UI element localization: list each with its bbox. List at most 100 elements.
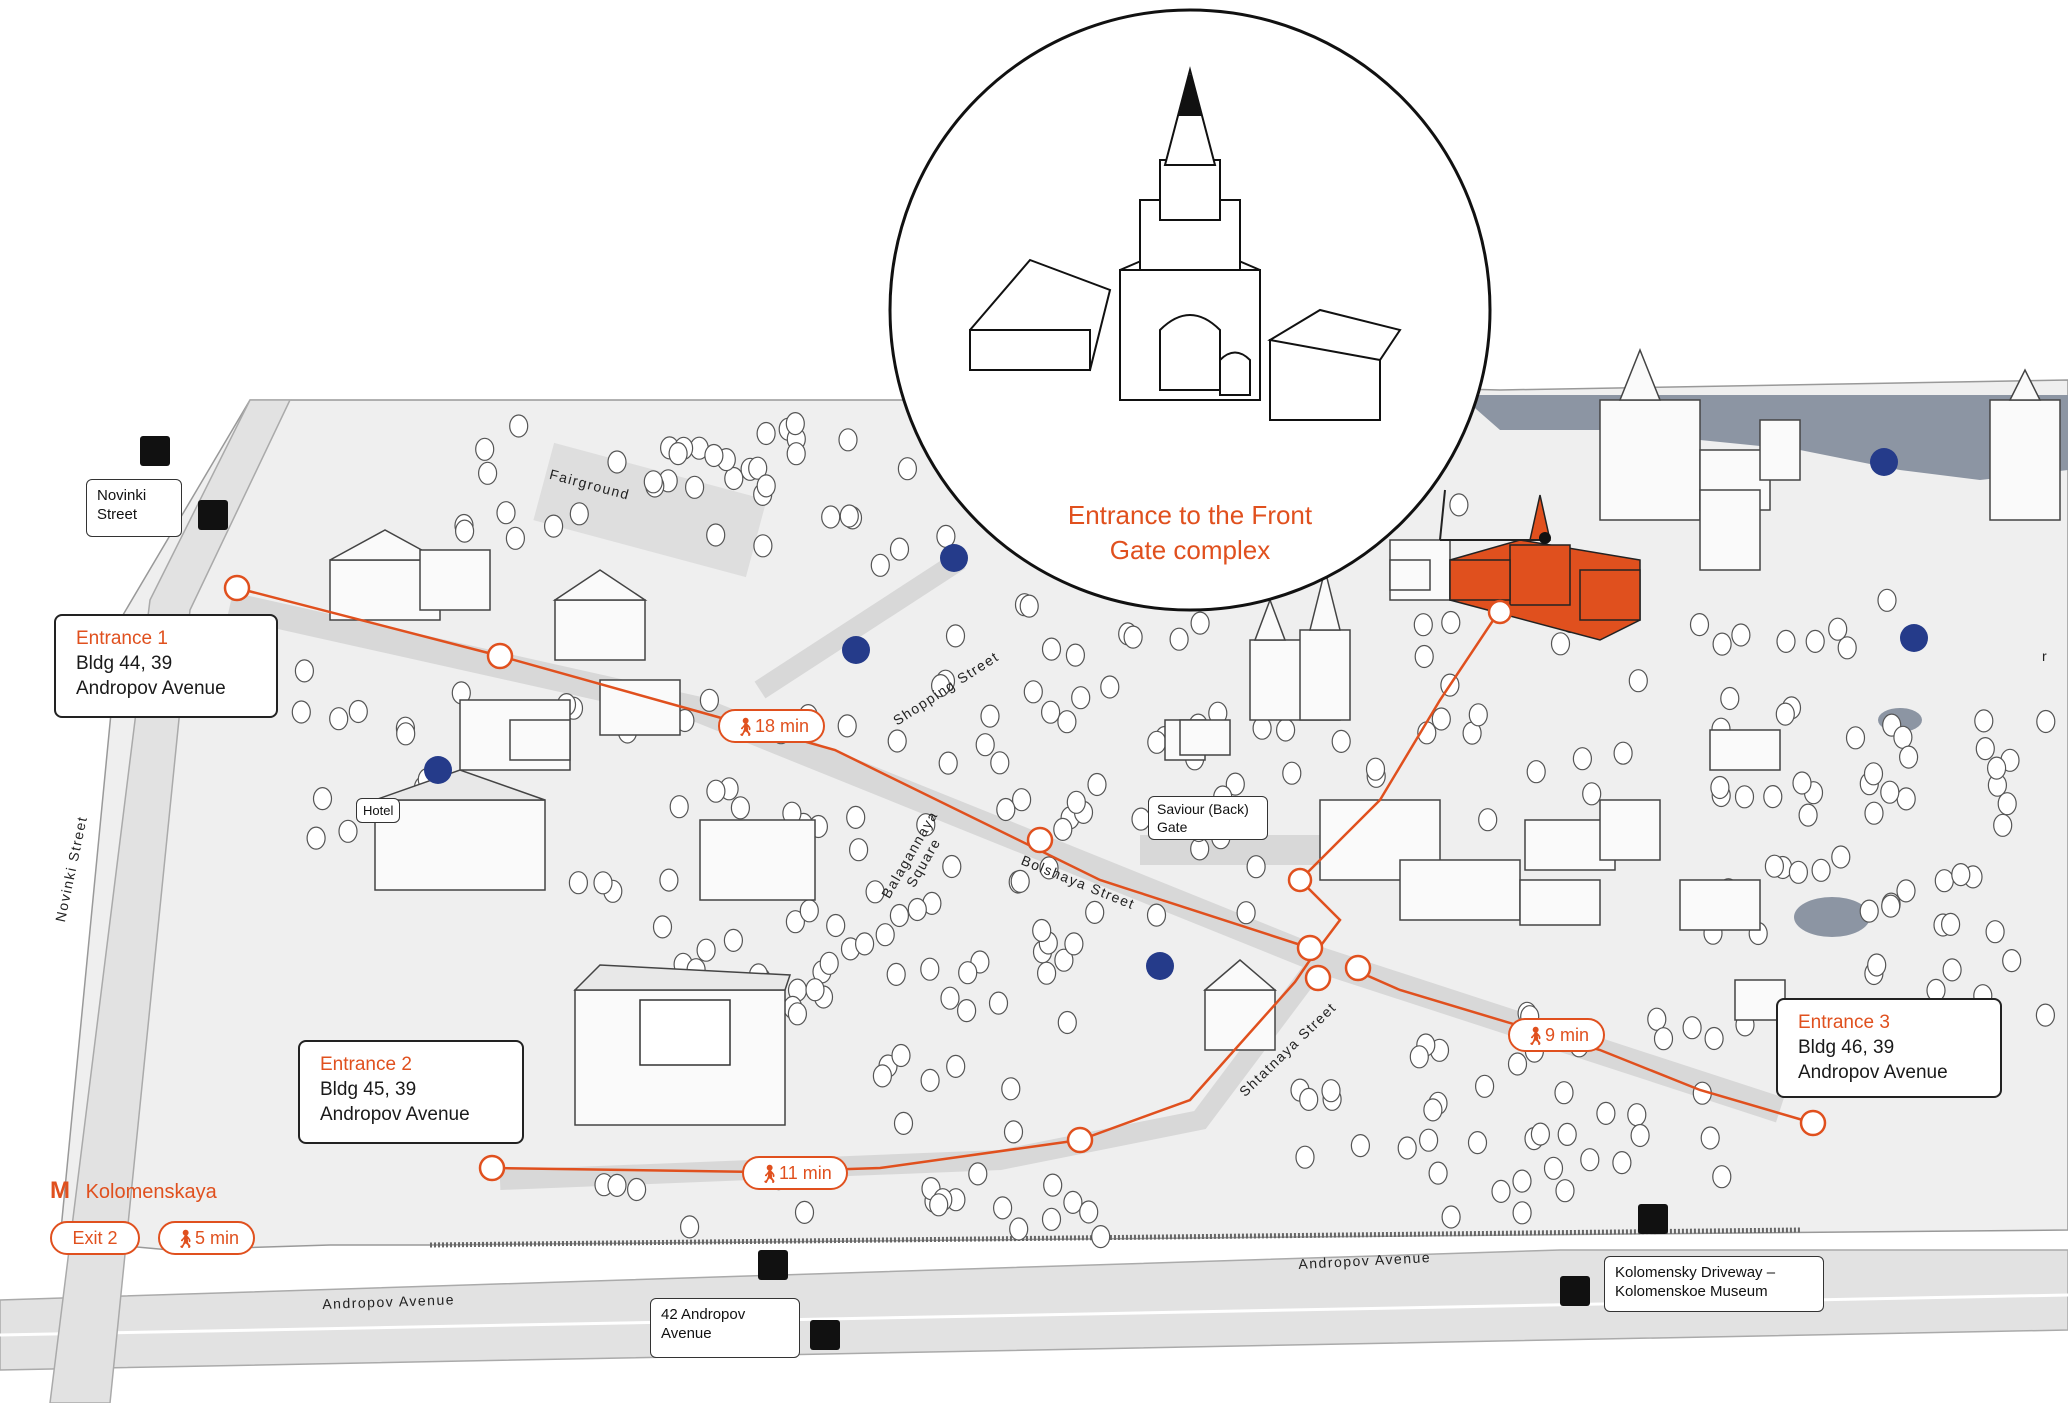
tree [1710,775,1730,800]
entrance-1-callout[interactable]: Entrance 1 Bldg 44, 39 Andropov Avenue [54,614,278,718]
tree [1474,1074,1495,1098]
cafe-icon[interactable] [1146,952,1174,980]
tree [338,819,358,843]
tree [872,1064,893,1088]
tree [930,673,951,698]
entrance-3-line1: Bldg 46, 39 [1798,1037,1895,1058]
bus-stop-driveway[interactable]: Kolomensky Driveway – Kolomenskoe Museum [1604,1256,1824,1312]
tree [1845,726,1866,750]
metro-walk-time: 🚶︎ 5 min [158,1221,256,1255]
bus-stop-andropov[interactable]: 42 Andropov Avenue [650,1298,800,1358]
walk-icon: 🚶︎ [1524,1026,1547,1047]
bus-icon[interactable] [1560,1276,1590,1306]
cafe-icon[interactable] [1900,624,1928,652]
entrance-3-title: Entrance 3 [1798,1012,1890,1033]
metro-label: M Kolomenskaya [50,1178,217,1205]
tree [496,501,516,525]
tree [1951,862,1971,887]
tree [2036,709,2056,734]
tree [1898,745,1919,769]
tree [684,475,705,499]
cafe-icon[interactable] [424,756,452,784]
tree [887,729,907,753]
tree [846,805,866,830]
metro-exit-pill[interactable]: Exit 2 [50,1221,140,1255]
tree [1057,1010,1077,1035]
bus-icon[interactable] [758,1250,788,1280]
bus-icon[interactable] [198,500,228,530]
tree [1630,1123,1650,1148]
tree [1064,932,1084,956]
tree [1350,1133,1371,1158]
tree [1063,1190,1083,1215]
tree [1079,1200,1099,1224]
tree [1053,817,1073,842]
tree [1881,894,1901,918]
tree [1530,1122,1551,1146]
bus-icon[interactable] [810,1320,840,1350]
entrance-1-line2: Andropov Avenue [76,678,226,699]
trees [291,412,2056,1249]
tree [396,722,416,746]
tree [1409,1045,1429,1069]
tree [1414,644,1434,669]
tree [837,714,857,738]
tree [1974,709,1994,733]
bus-stop-novinki[interactable]: Novinki Street [86,479,182,537]
tree [968,1162,988,1186]
tree [1275,718,1296,742]
tree [2035,1003,2056,1027]
tree [1811,858,1831,882]
tree [1543,1156,1564,1180]
tree [593,871,613,895]
tree [626,1177,647,1202]
tree [1041,1207,1062,1231]
cafe-icon[interactable] [940,544,968,572]
tree [1580,1148,1600,1172]
tree [1628,669,1648,693]
tree [799,899,819,923]
walk-time-entrance-3: 🚶︎ 9 min [1508,1018,1606,1052]
walk-time-entrance-2: 🚶︎ 11 min [742,1156,848,1190]
bus-icon[interactable] [140,436,170,466]
entrance-3-callout[interactable]: Entrance 3 Bldg 46, 39 Andropov Avenue [1776,998,2002,1098]
bus-stop-andropov-line1: 42 Andropov [661,1306,746,1323]
tree [1039,856,1059,880]
tree [1828,617,1848,641]
tree [1331,729,1351,754]
tree [1146,903,1167,927]
tree [897,457,918,481]
tree [996,797,1016,822]
tree [505,526,526,550]
front-gate-marker [1539,532,1551,544]
tree [1792,771,1812,795]
tree [1512,1201,1532,1225]
tree [455,519,475,543]
tree [668,442,688,466]
walk-time-entrance-1-label: 18 min [755,716,810,736]
bus-stop-andropov-line2: Avenue [661,1325,712,1342]
bus-stop-driveway-line2: Kolomenskoe Museum [1615,1283,1768,1300]
overlay-title-line1: Entrance to the Front [1067,500,1313,530]
tree [478,461,498,485]
tree [786,442,806,466]
tree [821,505,841,529]
tree [1003,1120,1024,1144]
tree [1940,912,1961,937]
tree [1147,730,1167,754]
entrance-2-callout[interactable]: Entrance 2 Bldg 45, 39 Andropov Avenue [298,1040,524,1144]
tree [1032,918,1052,943]
bus-stop-novinki-line1: Novinki [97,487,147,504]
tree [1397,1136,1417,1160]
cafe-icon[interactable] [842,636,870,664]
tree [1682,1016,1702,1040]
tree [1867,953,1887,977]
bus-icon[interactable] [1638,1204,1668,1234]
tree [848,838,869,862]
tree [306,826,326,850]
tree [1428,1161,1448,1185]
tree [865,880,885,904]
tree [706,523,726,547]
tree [1554,1081,1574,1105]
cafe-icon[interactable] [1870,448,1898,476]
